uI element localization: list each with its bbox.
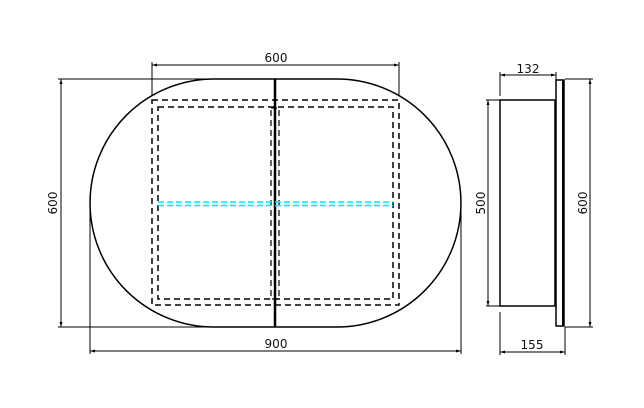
cabinet-outer-hidden [151, 99, 400, 306]
dim-label-top-width: 600 [265, 51, 288, 65]
dimension-side-132 [499, 72, 557, 96]
side-view [486, 72, 593, 355]
cabinet-body-side [499, 99, 556, 307]
dimension-side-155 [499, 312, 566, 355]
front-view [58, 62, 462, 354]
dimension-side-600 [565, 78, 593, 328]
center-divider-hidden [270, 107, 280, 300]
dim-label-height: 600 [46, 192, 60, 215]
dim-label-total-height: 600 [576, 192, 590, 215]
dimension-left-600 [58, 78, 214, 328]
dimension-bottom-900 [89, 205, 462, 354]
stadium-outline [89, 78, 462, 328]
dim-label-depth-bottom: 155 [521, 338, 544, 352]
dimension-side-500 [486, 99, 500, 307]
dim-label-depth-top: 132 [517, 62, 540, 76]
dim-label-total-width: 900 [265, 337, 288, 351]
dim-label-cabinet-height: 500 [474, 192, 488, 215]
